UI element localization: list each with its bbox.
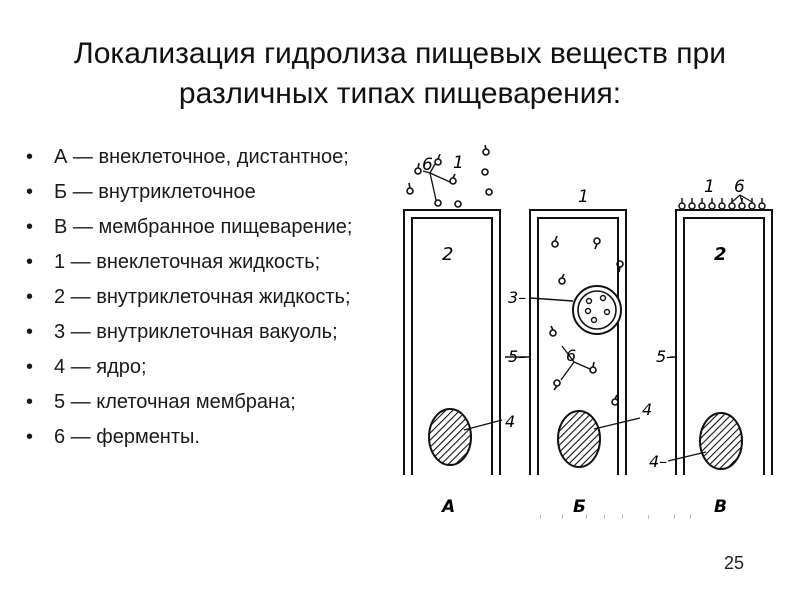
cell-a-nucleus — [428, 408, 472, 466]
legend-text: А — внеклеточное, дистантное; — [54, 146, 349, 168]
legend-item: • А — внеклеточное, дистантное; — [24, 146, 384, 169]
legend-list: • А — внеклеточное, дистантное; • Б — внут… — [24, 146, 384, 461]
cell-b-label-4: 4 — [642, 400, 652, 419]
cell-c-label-6: 6 — [734, 177, 745, 197]
legend-text: 3 — внутриклеточная вакуоль; — [54, 321, 338, 343]
cell-a: 1 6 2 4 А — [403, 144, 515, 517]
cell-b-nucleus — [557, 410, 601, 468]
cell-b-label-6: 6 — [566, 346, 576, 365]
bullet-icon: • — [26, 216, 34, 238]
legend-text: Б — внутриклеточное — [54, 181, 256, 203]
legend-item: • 2 — внутриклеточная жидкость; — [24, 286, 384, 309]
bullet-icon: • — [26, 251, 34, 273]
cell-c-leader-6 — [731, 194, 753, 203]
cell-b-membrane — [529, 209, 627, 475]
scan-artifacts — [540, 515, 691, 519]
title-line-2: различных типах пищеварения: — [178, 77, 622, 110]
cell-b: 1 3– 6 — [505, 187, 652, 517]
legend-item: • Б — внутриклеточное — [24, 181, 384, 204]
cell-a-label-1: 1 — [453, 153, 464, 173]
cell-a-leader-4 — [463, 419, 503, 431]
digestion-diagram: 1 6 2 4 А 1 — [403, 144, 773, 519]
cell-c-leader-4 — [667, 451, 707, 462]
cell-a-label-6: 6 — [422, 155, 433, 175]
legend-text: 6 — ферменты. — [54, 426, 200, 448]
cell-b-enzymes — [549, 235, 624, 406]
bullet-icon: • — [26, 146, 34, 168]
cell-b-letter: Б — [573, 497, 586, 517]
cell-b-label-3: 3– — [508, 288, 526, 307]
cell-a-label-2: 2 — [442, 244, 453, 265]
legend-item: • 4 — ядро; — [24, 356, 384, 379]
cell-c: 1 6 2 5– 4– В — [649, 177, 773, 517]
cell-b-leader-3 — [529, 297, 574, 302]
legend-text: В — мембранное пищеварение; — [54, 216, 353, 238]
cell-a-letter: А — [440, 497, 455, 517]
cell-c-nucleus — [699, 412, 743, 470]
legend-item: • 1 — внеклеточная жидкость; — [24, 251, 384, 274]
legend-item: • 3 — внутриклеточная вакуоль; — [24, 321, 384, 344]
cell-c-letter: В — [714, 497, 727, 517]
cell-c-membrane — [675, 209, 773, 475]
cell-c-label-5: 5– — [656, 347, 674, 366]
cell-a-membrane — [403, 209, 501, 475]
bullet-icon: • — [26, 391, 34, 413]
cell-c-membrane-enzymes — [678, 198, 766, 210]
cell-c-label-2: 2 — [714, 244, 727, 265]
legend-item: • 5 — клеточная мембрана; — [24, 391, 384, 414]
cell-b-leader-4 — [593, 417, 641, 430]
bullet-icon: • — [26, 356, 34, 378]
cell-b-label-5: 5– — [508, 347, 526, 366]
legend-text: 5 — клеточная мембрана; — [54, 391, 296, 413]
legend-item: • В — мембранное пищеварение; — [24, 216, 384, 239]
cell-b-vacuole — [572, 285, 622, 335]
page-number: 25 — [724, 553, 745, 573]
legend-text: 4 — ядро; — [54, 356, 147, 378]
legend-item: • 6 — ферменты. — [24, 426, 384, 449]
cell-a-enzymes — [406, 144, 493, 208]
slide-title: Локализация гидролиза пищевых веществ пр… — [0, 34, 800, 114]
cell-c-label-4: 4– — [649, 452, 667, 471]
bullet-icon: • — [26, 181, 34, 203]
bullet-icon: • — [26, 286, 34, 308]
bullet-icon: • — [26, 321, 34, 343]
cell-a-label-4: 4 — [505, 412, 515, 431]
cell-b-label-1: 1 — [578, 187, 589, 207]
legend-text: 1 — внеклеточная жидкость; — [54, 251, 321, 273]
cell-a-leader-6 — [422, 163, 451, 201]
legend-text: 2 — внутриклеточная жидкость; — [54, 286, 351, 308]
title-line-1: Локализация гидролиза пищевых веществ пр… — [74, 37, 726, 70]
bullet-icon: • — [26, 426, 34, 448]
cell-b-leader-6 — [560, 345, 591, 381]
cell-c-label-1: 1 — [704, 177, 715, 197]
